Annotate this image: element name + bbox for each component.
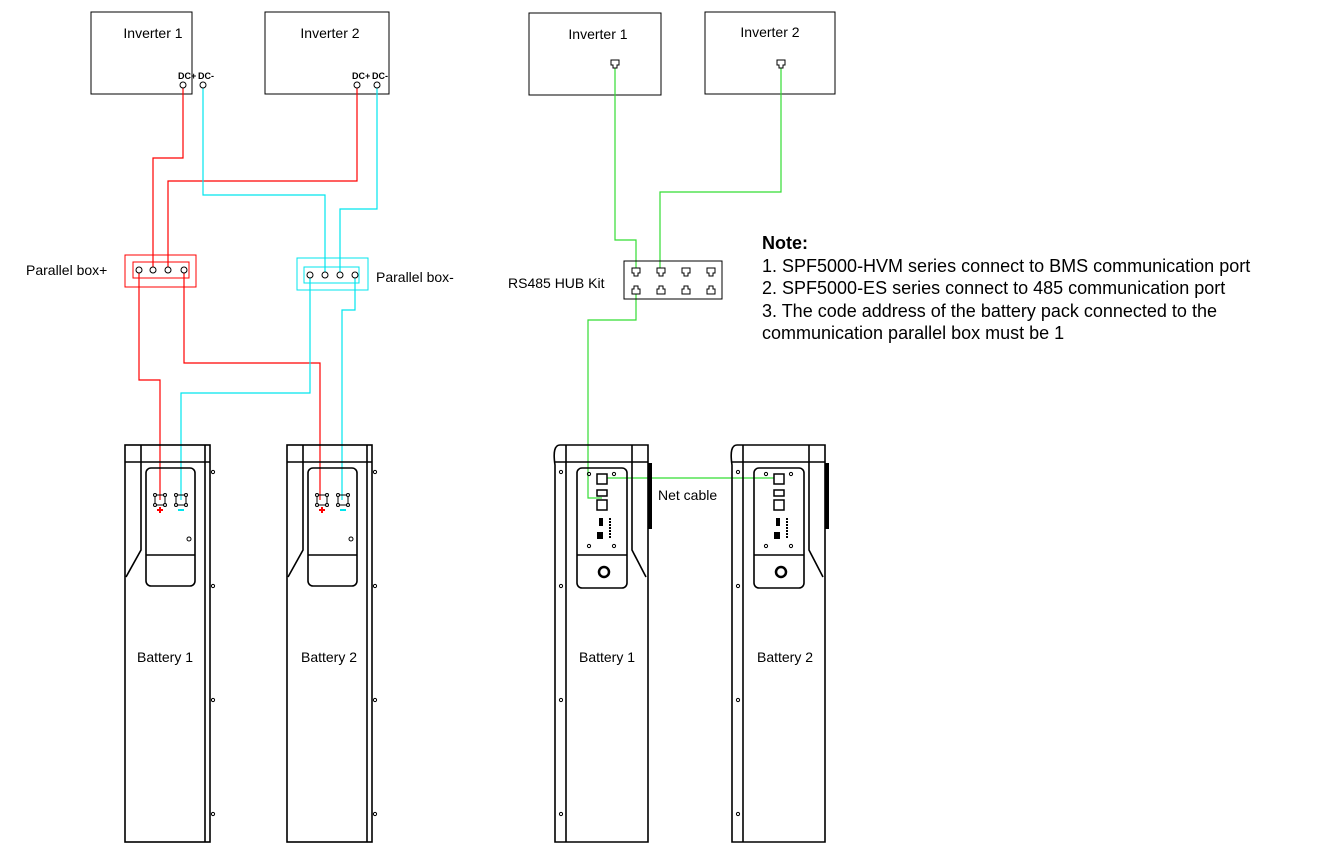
right-inverter-1: Inverter 1 bbox=[528, 12, 662, 96]
inverter-label: Inverter 1 bbox=[568, 26, 627, 42]
port-icon bbox=[773, 499, 785, 511]
battery-label: Battery 2 bbox=[301, 649, 357, 665]
rj45-port-icon bbox=[681, 267, 691, 277]
rj45-port-icon bbox=[631, 285, 641, 295]
parallel-box-plus: Parallel box+ bbox=[26, 254, 197, 288]
rj45-port-icon bbox=[656, 267, 666, 277]
battery bbox=[124, 444, 216, 843]
negative-wires bbox=[180, 85, 378, 500]
battery bbox=[730, 444, 829, 843]
rj45-port-icon bbox=[706, 267, 716, 277]
note-line: 1. SPF5000-HVM series connect to BMS com… bbox=[762, 256, 1250, 276]
battery-body bbox=[730, 444, 826, 843]
terminal bbox=[306, 271, 314, 279]
rj45-port-icon bbox=[681, 285, 691, 295]
note-line: 3. The code address of the battery pack … bbox=[762, 301, 1217, 321]
terminal bbox=[180, 266, 188, 274]
parallel-box-minus-label: Parallel box- bbox=[376, 269, 454, 285]
plus-icon bbox=[319, 507, 325, 513]
dc-terminal bbox=[199, 81, 207, 89]
rj45-port-icon bbox=[706, 285, 716, 295]
dc-terminal bbox=[373, 81, 381, 89]
port-icon bbox=[773, 489, 785, 497]
terminal bbox=[321, 271, 329, 279]
note-title: Note: bbox=[762, 233, 808, 253]
dc-terminal bbox=[179, 81, 187, 89]
dc-minus-label: DC- bbox=[198, 71, 214, 81]
battery-body bbox=[553, 444, 649, 843]
dc-plus-label: DC+ bbox=[352, 71, 370, 81]
terminal bbox=[351, 271, 359, 279]
rs485-hub-kit: RS485 HUB Kit bbox=[508, 260, 723, 300]
front-panel bbox=[576, 467, 628, 589]
dc-terminal bbox=[353, 81, 361, 89]
inverter-label: Inverter 2 bbox=[740, 24, 799, 40]
note: Note: 1. SPF5000-HVM series connect to B… bbox=[762, 233, 1250, 343]
terminal-icon bbox=[154, 494, 166, 506]
terminal-icon bbox=[316, 494, 328, 506]
handle bbox=[648, 463, 652, 529]
front-panel bbox=[753, 467, 805, 589]
port-icon bbox=[596, 473, 608, 485]
communication-wires bbox=[587, 64, 782, 499]
left-inverter-1: Inverter 1 DC+ DC- bbox=[90, 11, 214, 95]
power-knob-icon bbox=[774, 565, 788, 579]
battery-label: Battery 1 bbox=[579, 649, 635, 665]
terminal bbox=[149, 266, 157, 274]
terminal bbox=[336, 271, 344, 279]
left-inverter-2: Inverter 2 DC+ DC- bbox=[264, 11, 390, 95]
handle bbox=[825, 463, 829, 529]
rj45-port-icon bbox=[610, 59, 620, 69]
net-cable-label: Net cable bbox=[658, 487, 717, 503]
parallel-box-minus: Parallel box- bbox=[296, 257, 454, 291]
battery bbox=[553, 444, 652, 843]
dc-minus-label: DC- bbox=[372, 71, 388, 81]
plus-icon bbox=[157, 507, 163, 513]
front-panel bbox=[145, 467, 196, 587]
inverter-label: Inverter 2 bbox=[300, 25, 359, 41]
front-panel bbox=[307, 467, 358, 587]
right-inverter-2: Inverter 2 bbox=[704, 11, 836, 95]
battery-label: Battery 2 bbox=[757, 649, 813, 665]
battery-body bbox=[286, 444, 373, 843]
port-icon bbox=[596, 489, 608, 497]
port-icon bbox=[773, 473, 785, 485]
terminal-icon bbox=[337, 494, 349, 506]
hub-label: RS485 HUB Kit bbox=[508, 275, 605, 291]
battery-label: Battery 1 bbox=[137, 649, 193, 665]
rj45-port-icon bbox=[656, 285, 666, 295]
inverter-label: Inverter 1 bbox=[123, 25, 182, 41]
power-knob-icon bbox=[597, 565, 611, 579]
battery bbox=[286, 444, 378, 843]
terminal-icon bbox=[175, 494, 187, 506]
rj45-port-icon bbox=[776, 59, 786, 69]
parallel-box-plus-label: Parallel box+ bbox=[26, 262, 107, 278]
note-line: communication parallel box must be 1 bbox=[762, 323, 1064, 343]
port-icon bbox=[596, 499, 608, 511]
terminal bbox=[164, 266, 172, 274]
battery-body bbox=[124, 444, 211, 843]
note-line: 2. SPF5000-ES series connect to 485 comm… bbox=[762, 278, 1225, 298]
positive-wires bbox=[138, 85, 358, 500]
dc-plus-label: DC+ bbox=[178, 71, 196, 81]
terminal bbox=[135, 266, 143, 274]
rj45-port-icon bbox=[631, 267, 641, 277]
